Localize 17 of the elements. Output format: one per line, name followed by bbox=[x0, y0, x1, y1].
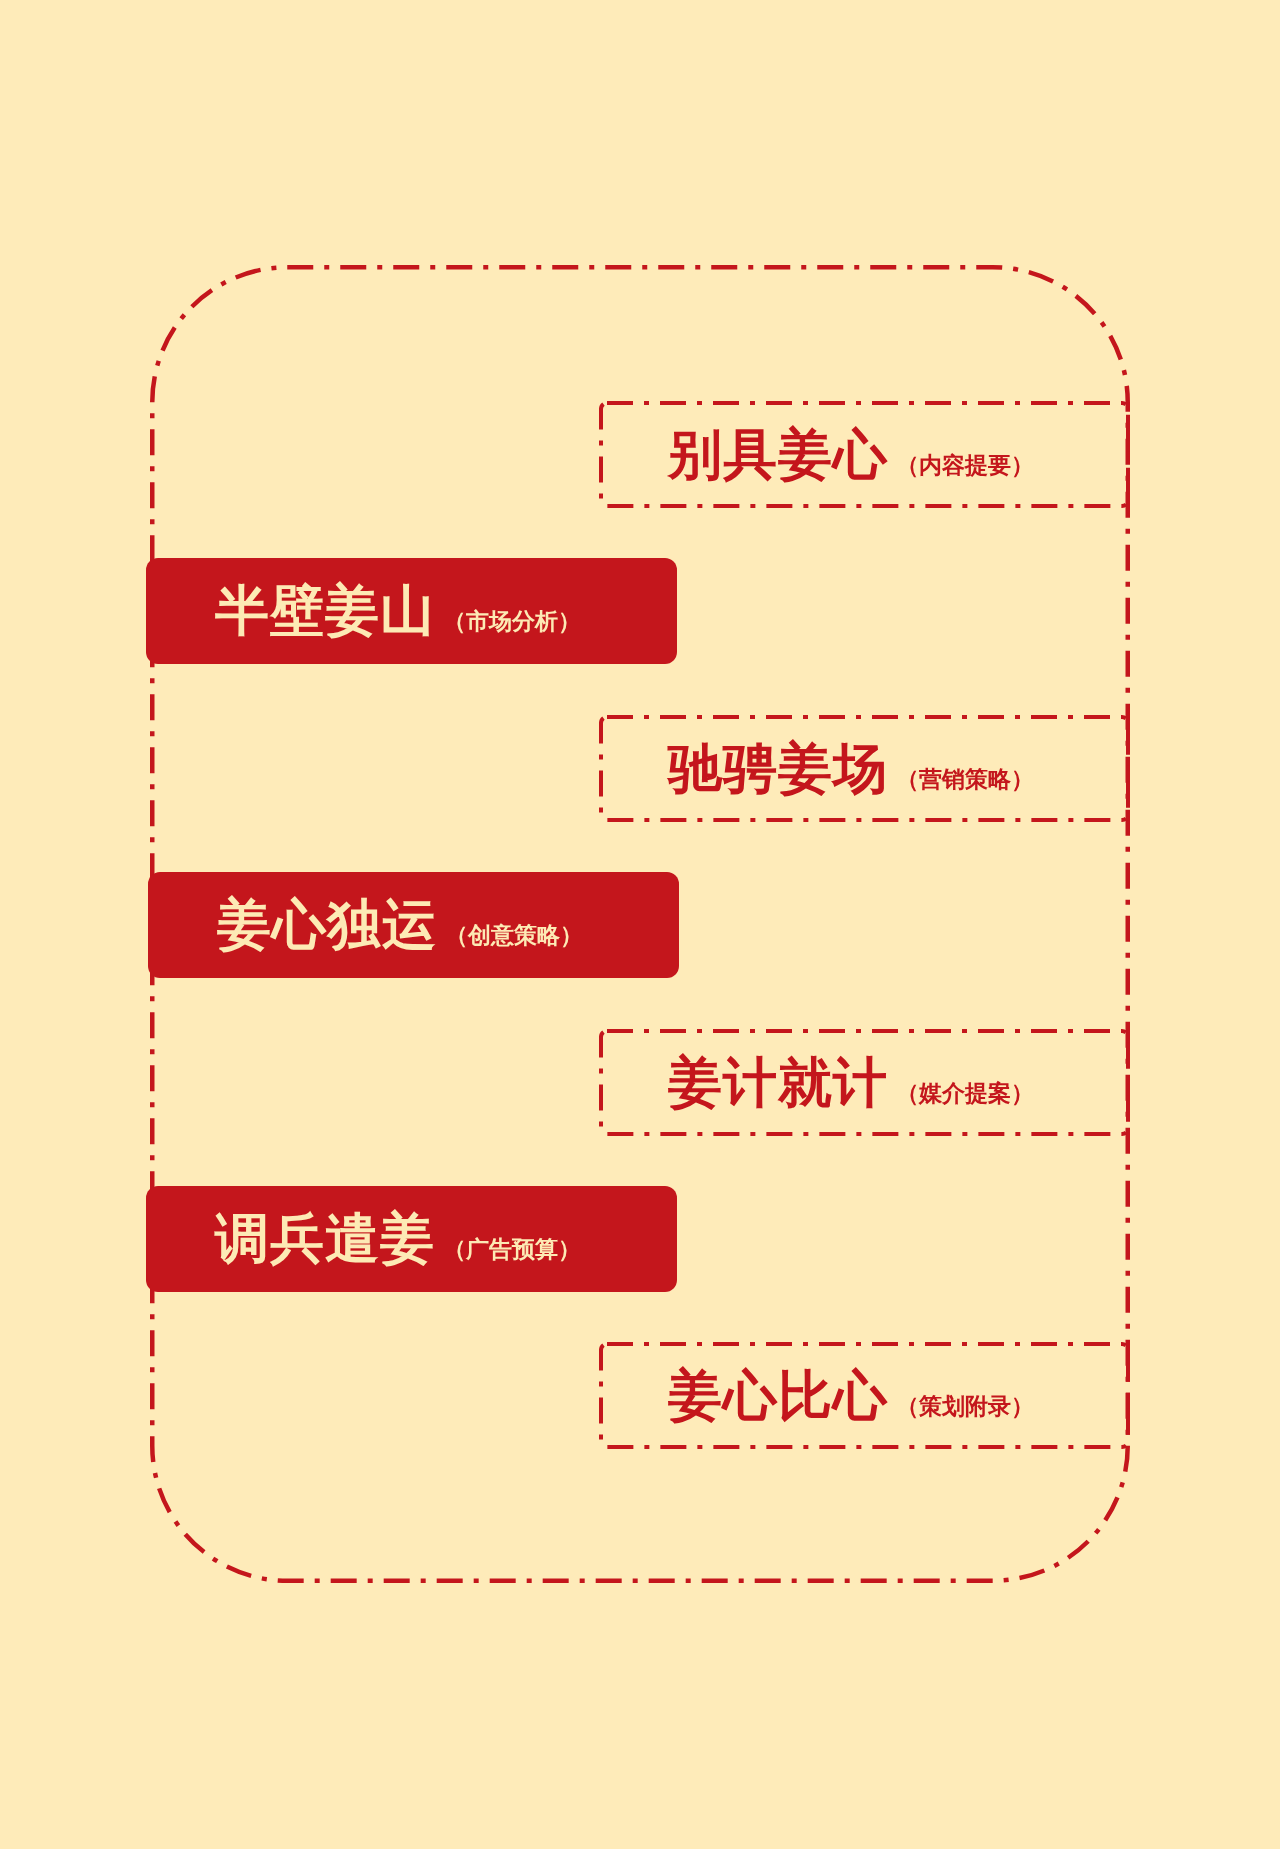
section-title: 姜心比心 bbox=[668, 1365, 888, 1426]
title-banner bbox=[146, 558, 677, 664]
section-subtitle: （内容提要） bbox=[896, 451, 1034, 478]
section-title: 半壁姜山 bbox=[215, 581, 435, 641]
title-banner bbox=[148, 872, 679, 978]
section-title: 姜计就计 bbox=[668, 1052, 888, 1113]
section-subtitle: （营销策略） bbox=[896, 765, 1034, 792]
section-subtitle: （广告预算） bbox=[443, 1236, 581, 1262]
title-banner bbox=[146, 1186, 677, 1292]
section-title: 调兵遣姜 bbox=[215, 1209, 435, 1269]
section-title: 别具姜心 bbox=[668, 424, 888, 485]
section-subtitle: （媒介提案） bbox=[896, 1079, 1034, 1106]
section-subtitle: （创意策略） bbox=[445, 922, 583, 948]
section-title: 姜心独运 bbox=[217, 895, 437, 955]
section-subtitle: （市场分析） bbox=[443, 608, 581, 634]
section-title: 驰骋姜场 bbox=[668, 738, 888, 799]
section-subtitle: （策划附录） bbox=[896, 1392, 1034, 1419]
